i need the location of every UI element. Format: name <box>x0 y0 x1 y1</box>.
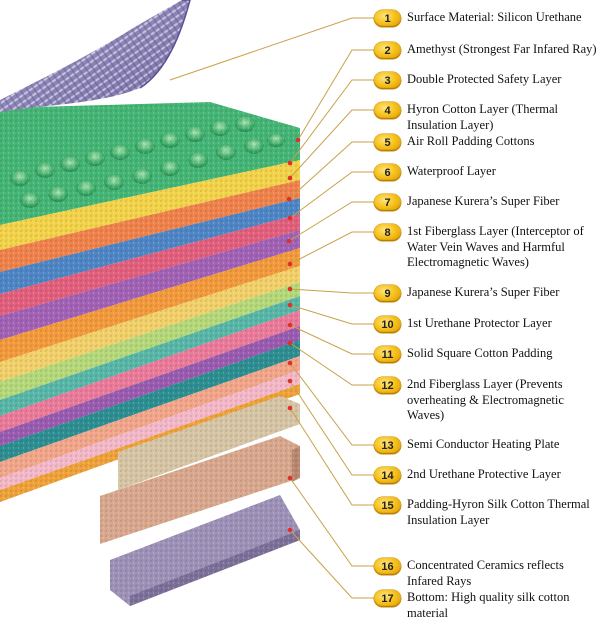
layer-marker-dot-9 <box>287 286 293 292</box>
legend-item-9: 9 Japanese Kurera’s Super Fiber <box>374 285 559 302</box>
leader-line-10 <box>289 304 374 325</box>
legend-item-8: 8 1st Fiberglass Layer (Interceptor of Wa… <box>374 224 600 271</box>
leader-line-15 <box>289 407 374 506</box>
number-badge: 9 <box>374 285 401 302</box>
number-badge: 7 <box>374 194 401 211</box>
layer-label: Surface Material: Silicon Urethane <box>407 10 582 24</box>
number-badge: 15 <box>374 497 401 514</box>
legend-item-13: 13 Semi Conductor Heating Plate <box>374 437 559 454</box>
layer-marker-dot-3 <box>287 160 293 166</box>
surface-cover-peel <box>0 0 191 112</box>
number-badge: 3 <box>374 72 401 89</box>
layer-marker-dot-14 <box>287 378 293 384</box>
layer-label: 1st Urethane Protector Layer <box>407 316 552 330</box>
layer-marker-dot-17 <box>287 527 293 533</box>
layer-label: 1st Fiberglass Layer (Interceptor of Wat… <box>407 224 584 269</box>
layer-marker-dot-16 <box>287 475 293 481</box>
number-badge: 14 <box>374 467 401 484</box>
leader-line-12 <box>289 342 374 386</box>
layer-label: 2nd Fiberglass Layer (Prevents overheati… <box>407 377 564 422</box>
legend-item-3: 3 Double Protected Safety Layer <box>374 72 561 89</box>
number-badge: 5 <box>374 134 401 151</box>
legend-item-7: 7 Japanese Kurera’s Super Fiber <box>374 194 559 211</box>
legend-item-15: 15 Padding-Hyron Silk Cotton Thermal Insu… <box>374 497 600 528</box>
legend-item-14: 14 2nd Urethane Protective Layer <box>374 467 561 484</box>
layer-label: Waterproof Layer <box>407 164 496 178</box>
layer-marker-dot-4 <box>287 175 293 181</box>
layer-label: Concentrated Ceramics reflects Infared R… <box>407 558 564 588</box>
legend-item-17: 17 Bottom: High quality silk cotton mater… <box>374 590 600 621</box>
layer-marker-dot-8 <box>287 261 293 267</box>
legend-item-5: 5 Air Roll Padding Cottons <box>374 134 534 151</box>
number-badge: 17 <box>374 590 401 607</box>
number-badge: 11 <box>374 346 401 363</box>
layer-marker-dot-12 <box>287 340 293 346</box>
number-badge: 1 <box>374 10 401 27</box>
layer-marker-dot-10 <box>287 302 293 308</box>
leader-line-7 <box>288 201 374 242</box>
leader-line-8 <box>289 231 374 265</box>
number-badge: 4 <box>374 102 401 119</box>
legend-item-6: 6 Waterproof Layer <box>374 164 496 181</box>
leader-line-13 <box>289 362 374 446</box>
layer-marker-dot-6 <box>287 215 293 221</box>
layer-label: Semi Conductor Heating Plate <box>407 437 560 451</box>
layer-marker-dot-7 <box>286 238 292 244</box>
layer-label: Double Protected Safety Layer <box>407 72 562 86</box>
number-badge: 13 <box>374 437 401 454</box>
layer-label: 2nd Urethane Protective Layer <box>407 467 561 481</box>
layer-marker-dot-2 <box>295 137 301 143</box>
layer-label: Japanese Kurera’s Super Fiber <box>407 194 560 208</box>
legend-item-1: 1 Surface Material: Silicon Urethane <box>374 10 582 27</box>
leader-line-5 <box>288 141 374 200</box>
layer-marker-dot-15 <box>287 405 293 411</box>
layer-label: Padding-Hyron Silk Cotton Thermal Insula… <box>407 497 590 527</box>
leader-line-4 <box>289 109 374 179</box>
leader-line-17 <box>289 529 374 599</box>
leader-line-9 <box>289 288 374 294</box>
layer-marker-dot-5 <box>286 196 292 202</box>
legend-item-11: 11 Solid Square Cotton Padding <box>374 346 553 363</box>
layer-label: Amethyst (Strongest Far Infared Ray) <box>407 42 597 56</box>
layer-label: Japanese Kurera’s Super Fiber <box>407 285 560 299</box>
number-badge: 6 <box>374 164 401 181</box>
layer-marker-dot-11 <box>287 322 293 328</box>
leader-lines <box>169 17 374 599</box>
leader-line-2 <box>297 49 374 141</box>
legend-item-16: 16 Concentrated Ceramics reflects Infared… <box>374 558 600 589</box>
layer-marker-dot-13 <box>287 360 293 366</box>
layer-label: Air Roll Padding Cottons <box>407 134 535 148</box>
legend-item-4: 4 Hyron Cotton Layer (Thermal Insulation … <box>374 102 600 133</box>
layer-label: Solid Square Cotton Padding <box>407 346 553 360</box>
leader-line-3 <box>289 79 374 164</box>
leader-line-16 <box>289 477 374 567</box>
leader-line-11 <box>289 324 374 355</box>
number-badge: 12 <box>374 377 401 394</box>
layer-label: Hyron Cotton Layer (Thermal Insulation L… <box>407 102 558 132</box>
legend-item-10: 10 1st Urethane Protector Layer <box>374 316 552 333</box>
number-badge: 2 <box>374 42 401 59</box>
upper-layer-stack <box>0 102 300 502</box>
number-badge: 16 <box>374 558 401 575</box>
leader-line-14 <box>289 380 374 476</box>
layer-label: Bottom: High quality silk cotton materia… <box>407 590 570 620</box>
leader-line-6 <box>289 171 374 219</box>
leader-line-1 <box>169 17 374 81</box>
number-badge: 10 <box>374 316 401 333</box>
legend-item-12: 12 2nd Fiberglass Layer (Prevents overhea… <box>374 377 600 424</box>
legend-item-2: 2 Amethyst (Strongest Far Infared Ray) <box>374 42 597 59</box>
number-badge: 8 <box>374 224 401 241</box>
